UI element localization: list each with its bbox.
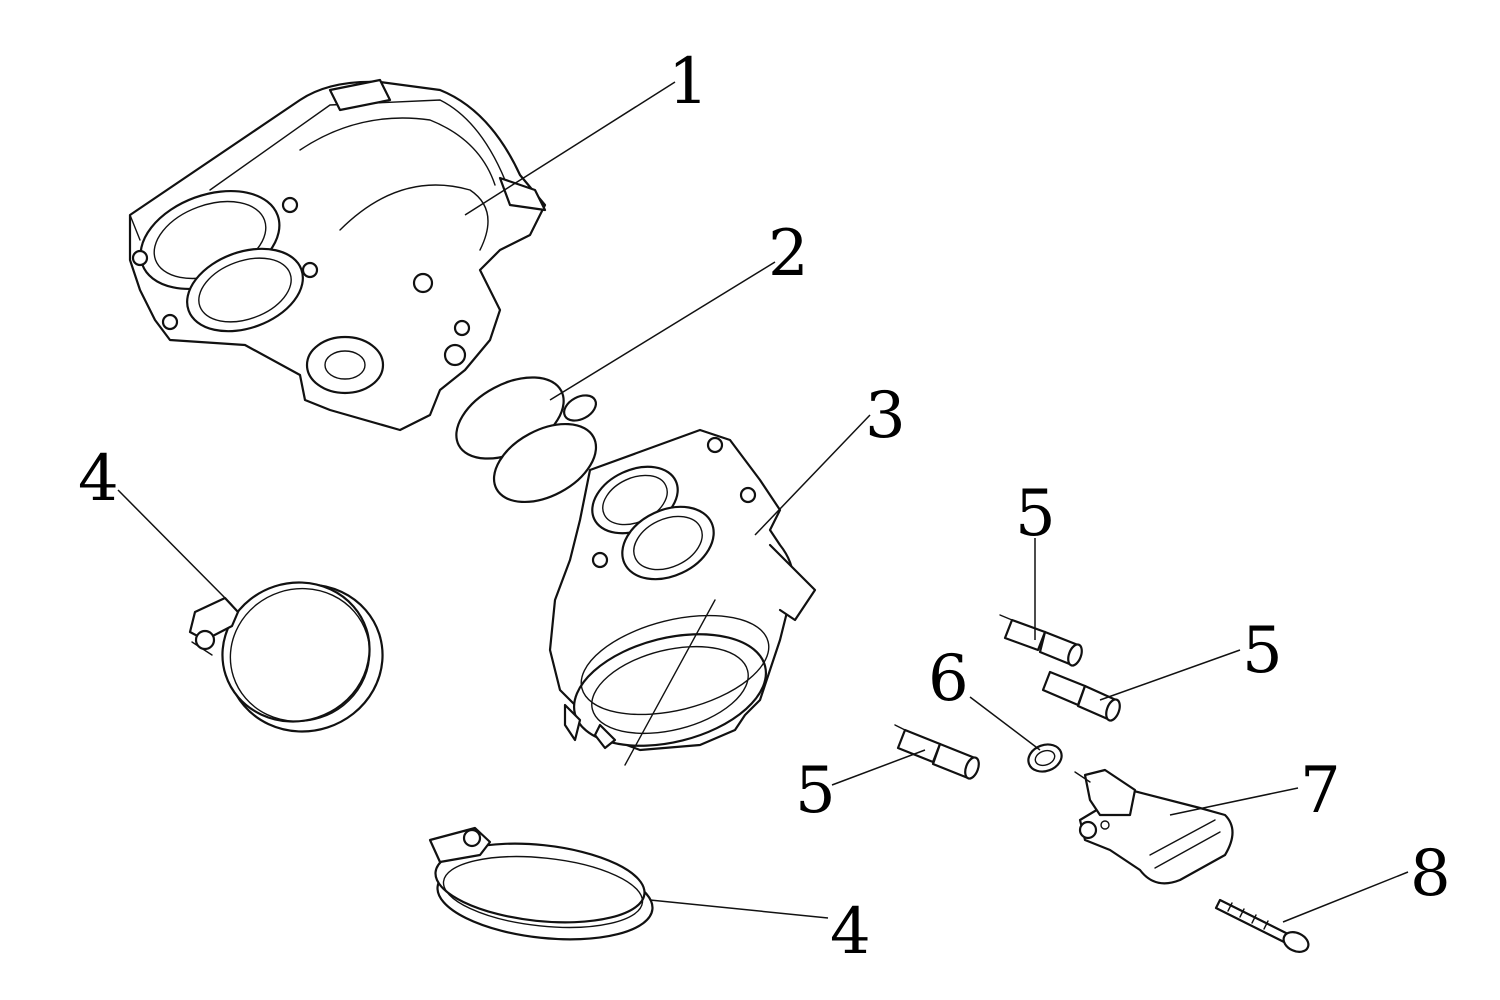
leader-2 — [549, 261, 776, 401]
leader-5c — [831, 749, 926, 786]
part-7-sensor — [1074, 768, 1234, 885]
callout-5-left: 5 — [795, 754, 836, 828]
callout-5-top: 5 — [1015, 477, 1056, 551]
callout-2: 2 — [768, 217, 809, 291]
callout-4-bottom: 4 — [830, 895, 871, 969]
part-6-o-ring — [1027, 743, 1063, 773]
leader-4b — [649, 899, 829, 919]
leader-1 — [464, 81, 676, 216]
callout-5-right: 5 — [1242, 614, 1283, 688]
callout-7: 7 — [1300, 754, 1341, 828]
part-5-screw-middle — [1041, 670, 1121, 722]
part-4-hose-clamp-bottom — [428, 826, 654, 941]
part-8-bolt — [1214, 898, 1310, 953]
leader-7 — [1169, 787, 1299, 816]
callout-numbers: 1 2 3 4 4 5 5 5 6 7 8 — [78, 45, 1451, 969]
leader-6 — [969, 696, 1041, 751]
callout-3: 3 — [865, 379, 906, 453]
callout-4-left: 4 — [78, 442, 119, 516]
leader-5b — [1099, 649, 1241, 701]
leader-3 — [754, 414, 871, 536]
part-5-screw-bottom — [894, 724, 980, 780]
leader-lines — [117, 81, 1409, 923]
callout-6: 6 — [928, 642, 969, 716]
callout-8: 8 — [1410, 837, 1451, 911]
leader-8 — [1282, 871, 1409, 923]
callout-1: 1 — [668, 45, 709, 119]
part-4-hose-clamp-left — [188, 581, 384, 733]
part-3-intake-elbow — [548, 428, 817, 766]
leader-4a — [117, 489, 233, 606]
part-5-screw-top — [999, 614, 1083, 667]
part-1-throttle-body — [128, 78, 547, 432]
part-2-gasket — [455, 376, 598, 504]
